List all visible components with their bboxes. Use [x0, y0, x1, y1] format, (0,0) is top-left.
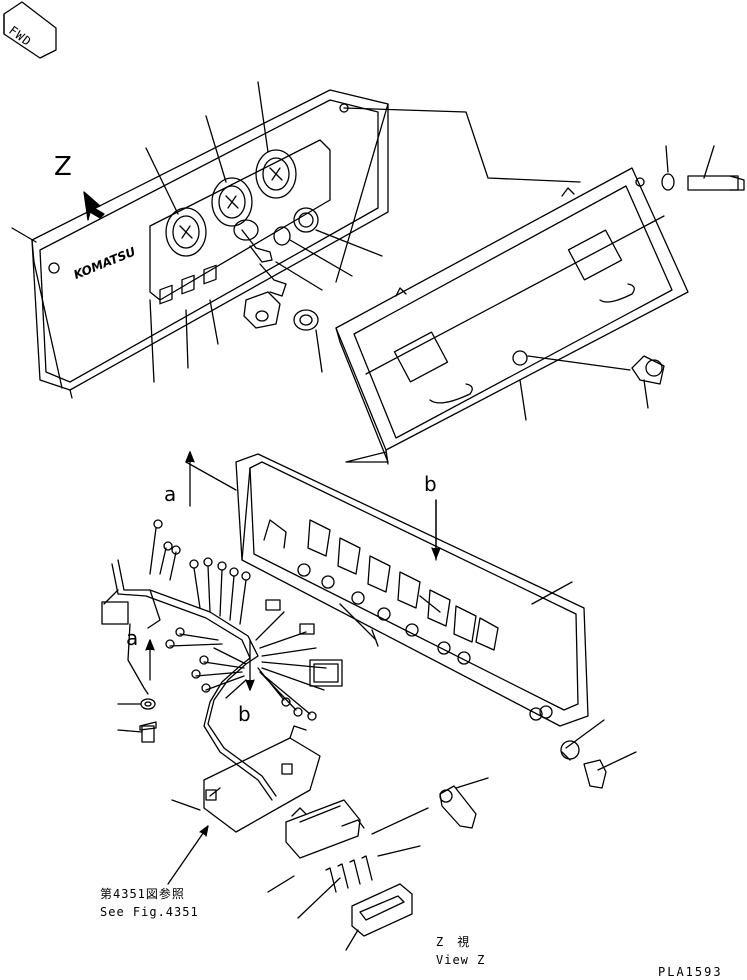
harness-ground-lead: [127, 623, 149, 695]
gauge-right: [255, 149, 297, 199]
reference-jp: 第4351図参照: [100, 887, 185, 901]
wiring-harness: [103, 527, 327, 801]
leader-lines-cover: [519, 145, 715, 421]
grommet: [293, 309, 319, 331]
callout-a-upper: a: [164, 482, 177, 506]
relay-unit: [285, 799, 365, 859]
view-direction-arrow: [83, 191, 105, 221]
reference-en: See Fig.4351: [100, 905, 199, 919]
ground-bolt: [139, 721, 157, 743]
fuse-set: [325, 855, 373, 893]
rotary-switch: [273, 207, 319, 246]
instrument-panel: [31, 89, 389, 399]
view-caption-jp: Z 視: [436, 935, 471, 949]
view-caption-en: View Z: [436, 953, 486, 967]
fuse-cover: [351, 883, 413, 937]
relay-bracket: [203, 725, 321, 833]
leader-lines-harness: [117, 703, 143, 733]
reference-arrow: [167, 825, 209, 885]
drawing-number: PLA1593: [658, 965, 723, 979]
z-view-panel-back: [235, 453, 589, 727]
harness-connectors: [101, 519, 343, 721]
callout-a-lower: a: [126, 626, 139, 650]
z-view-components: [297, 519, 499, 665]
gauge-center: [211, 177, 253, 227]
bolt-washer: [661, 173, 745, 191]
lamp-socket: [439, 785, 477, 829]
cover-knob: [631, 355, 665, 385]
panel-cover: [335, 167, 689, 465]
indicator-lamps: [159, 264, 217, 305]
callout-b-upper: b: [424, 472, 437, 496]
leader-lines-parts: [267, 777, 489, 951]
mount-bracket: [243, 291, 281, 329]
z-view-washer-bolt: [560, 740, 607, 789]
fwd-arrow-icon: [3, 1, 57, 59]
leader-lines-panel: [11, 81, 581, 383]
ground-washer: [140, 698, 156, 710]
gauge-left: [165, 207, 207, 257]
view-z-marker: Z: [54, 152, 72, 182]
key-switch: [233, 219, 287, 297]
callout-b-lower: b: [238, 702, 251, 726]
